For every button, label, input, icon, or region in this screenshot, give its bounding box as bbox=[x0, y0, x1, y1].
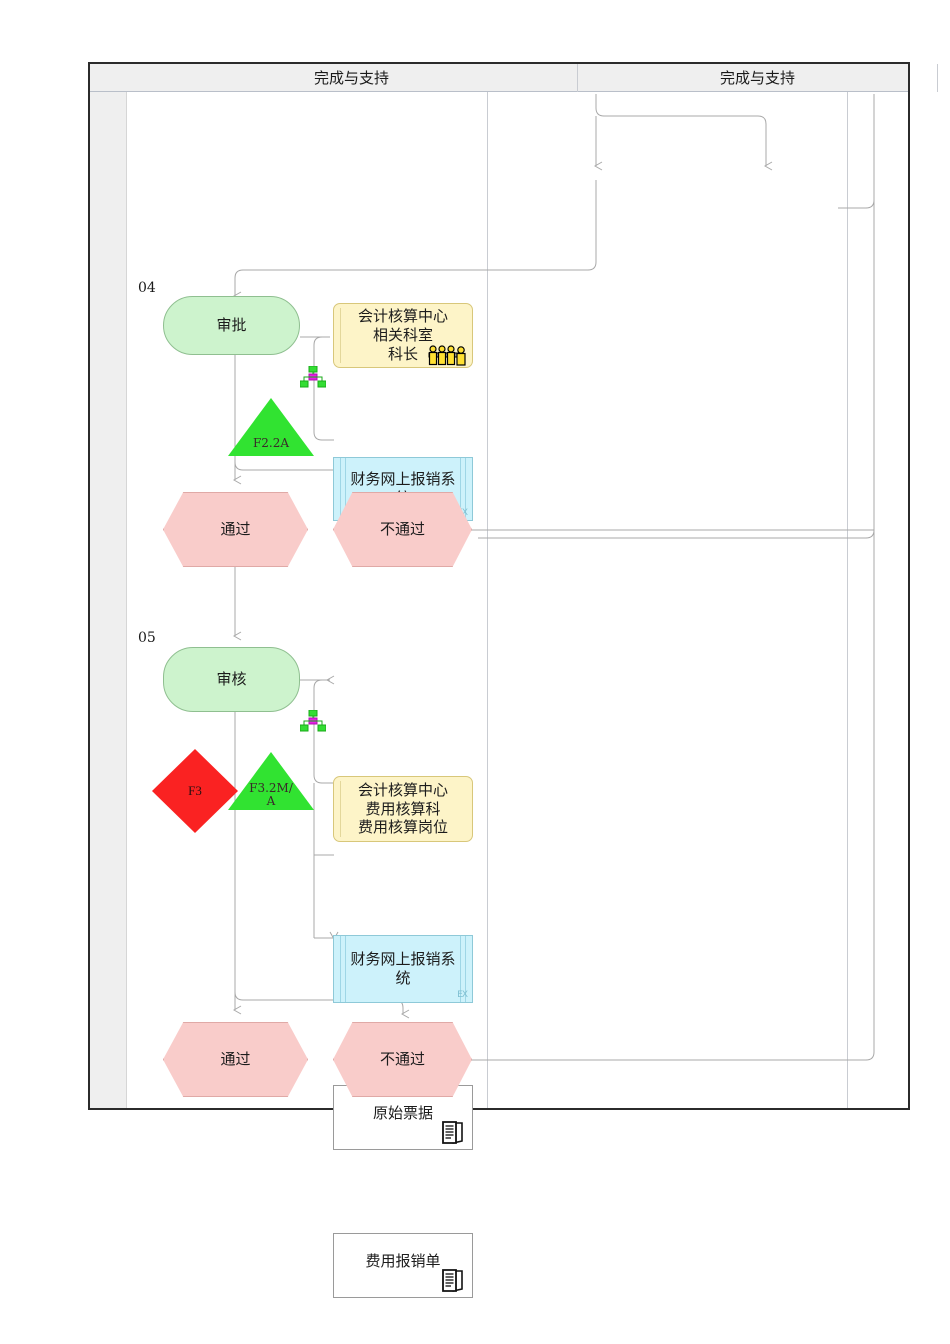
control-triangle-f32ma[interactable]: F3.2M/ A bbox=[228, 752, 314, 810]
control-triangle-f22a[interactable]: F2.2A bbox=[228, 398, 314, 456]
lane-separator-2 bbox=[847, 92, 848, 1108]
document-stack-icon-2 bbox=[442, 1269, 463, 1292]
outcome-fail-04[interactable]: 不通过 bbox=[333, 492, 472, 567]
role-box-04[interactable]: 会计核算中心 相关科室 科长 bbox=[333, 303, 473, 368]
control-label-f32ma: F3.2M/ A bbox=[249, 780, 293, 808]
diagram-frame bbox=[88, 62, 910, 1110]
outcome-fail-05[interactable]: 不通过 bbox=[333, 1022, 472, 1097]
process-review[interactable]: 审核 bbox=[163, 647, 300, 712]
system-label-05: 财务网上报销系 统 bbox=[350, 950, 456, 987]
lane-separator-1 bbox=[487, 92, 488, 1108]
step-number-04: 04 bbox=[138, 280, 156, 296]
control-label-f22a: F2.2A bbox=[252, 435, 290, 450]
left-gutter bbox=[90, 64, 127, 1108]
risk-diamond-f3[interactable]: F3 bbox=[152, 749, 238, 833]
step-number-05: 05 bbox=[138, 630, 156, 646]
process-approve[interactable]: 审批 bbox=[163, 296, 300, 355]
lane-header-2: 完成与支持 bbox=[578, 64, 938, 92]
outcome-pass-04[interactable]: 通过 bbox=[163, 492, 308, 567]
document-expense-form[interactable]: 费用报销单 bbox=[333, 1233, 473, 1298]
role-label-05: 会计核算中心 费用核算科 费用核算岗位 bbox=[357, 780, 448, 837]
lane-header-1: 完成与支持 bbox=[126, 64, 578, 92]
outcome-fail-label-05: 不通过 bbox=[333, 1022, 472, 1097]
outcome-fail-label-04: 不通过 bbox=[333, 492, 472, 567]
outcome-pass-label-04: 通过 bbox=[163, 492, 308, 567]
swimlane-header-row: 完成与支持 完成与支持 bbox=[90, 64, 938, 92]
outcome-pass-05[interactable]: 通过 bbox=[163, 1022, 308, 1097]
document-label-1: 费用报销单 bbox=[365, 1252, 441, 1271]
org-chart-icon bbox=[300, 366, 326, 388]
document-label-0: 原始票据 bbox=[372, 1104, 433, 1123]
people-group-icon bbox=[428, 345, 466, 366]
role-box-05[interactable]: 会计核算中心 费用核算科 费用核算岗位 bbox=[333, 776, 473, 842]
org-chart-icon-05 bbox=[300, 710, 326, 732]
system-box-05[interactable]: 财务网上报销系 统 EX bbox=[333, 935, 473, 1003]
role-label-04: 会计核算中心 相关科室 科长 bbox=[357, 307, 448, 363]
outcome-pass-label-05: 通过 bbox=[163, 1022, 308, 1097]
system-tag-05: EX bbox=[457, 989, 468, 1000]
risk-label-f3: F3 bbox=[188, 783, 202, 798]
document-stack-icon bbox=[442, 1121, 463, 1144]
